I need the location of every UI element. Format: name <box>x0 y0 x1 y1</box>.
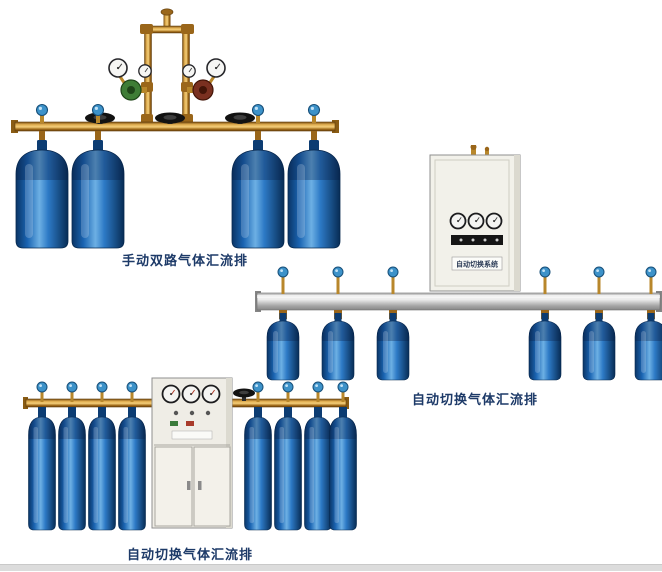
auto-manifold-rail-illustration: 自动切换系统 <box>255 145 662 381</box>
gas-cylinder <box>321 312 355 381</box>
pressure-gauge <box>182 64 196 78</box>
cabinet-label-plate <box>451 256 503 271</box>
pressure-gauge <box>201 384 221 404</box>
gas-cylinder <box>15 139 69 249</box>
pressure-regulator-left <box>108 58 152 101</box>
gas-cylinder <box>304 406 332 531</box>
product-auto-switch-cabinet: 自动切换气体汇流排 <box>20 373 360 568</box>
gas-cylinder <box>528 312 562 381</box>
gas-cylinder <box>274 406 302 531</box>
gas-cylinder <box>266 312 300 381</box>
door-handle <box>187 481 191 490</box>
cylinder-valve-knob <box>645 266 657 295</box>
product-auto-switch-rail: 自动切换系统 <box>255 145 662 407</box>
indicator-light-green <box>170 421 178 426</box>
gas-cylinder <box>329 406 357 531</box>
cylinder-connections <box>39 131 317 141</box>
gas-cylinder <box>244 406 272 531</box>
indicator-panel <box>451 235 503 245</box>
manual-manifold-illustration <box>11 8 341 249</box>
product-manual-dual-manifold: 手动双路气体汇流排 <box>5 8 345 278</box>
indicator-light-red <box>186 421 194 426</box>
cylinder-valve-knob <box>387 266 399 295</box>
cabinet-gauges <box>161 384 221 404</box>
cylinder-valve-knob <box>251 103 265 124</box>
control-cabinet: 自动切换系统 <box>429 154 521 292</box>
cabinet-top-fittings <box>470 145 490 157</box>
gas-cylinder <box>88 406 116 531</box>
gas-cylinder <box>634 312 662 381</box>
pressure-gauge <box>467 212 485 230</box>
pressure-regulator-right <box>182 58 226 101</box>
cylinder-valve-knob <box>332 266 344 295</box>
control-cabinet <box>151 377 233 529</box>
gas-cylinder-group <box>266 312 662 381</box>
pressure-gauge <box>181 384 201 404</box>
cylinder-valve-knob <box>35 103 49 124</box>
cabinet-gauges <box>449 212 503 230</box>
cylinder-valve-knob <box>307 103 321 124</box>
gas-cylinder <box>118 406 146 531</box>
pressure-gauge <box>206 58 226 78</box>
pressure-gauge <box>449 212 467 230</box>
gas-cylinder <box>28 406 56 531</box>
auto-manifold-cabinet-illustration <box>23 377 357 531</box>
product-caption: 自动切换气体汇流排 <box>126 547 253 562</box>
page-bottom-edge <box>0 564 662 571</box>
gas-cylinder <box>376 312 410 381</box>
door-handle <box>198 481 202 490</box>
cabinet-door-left <box>154 446 193 527</box>
cylinder-valve-knob <box>539 266 551 295</box>
cylinder-valve-knob <box>277 266 289 295</box>
product-caption: 自动切换气体汇流排 <box>411 392 538 407</box>
product-caption: 手动双路气体汇流排 <box>121 253 248 268</box>
pressure-gauge <box>161 384 181 404</box>
cylinder-valve-knob <box>593 266 605 295</box>
gas-cylinder <box>582 312 616 381</box>
pressure-gauge <box>108 58 128 78</box>
pressure-gauge <box>485 212 503 230</box>
cabinet-label: 自动切换系统 <box>456 260 498 269</box>
pressure-gauge <box>138 64 152 78</box>
gas-cylinder <box>71 139 125 249</box>
gas-cylinder <box>58 406 86 531</box>
manifold-rail <box>255 291 662 312</box>
cabinet-label-plate <box>171 430 213 440</box>
